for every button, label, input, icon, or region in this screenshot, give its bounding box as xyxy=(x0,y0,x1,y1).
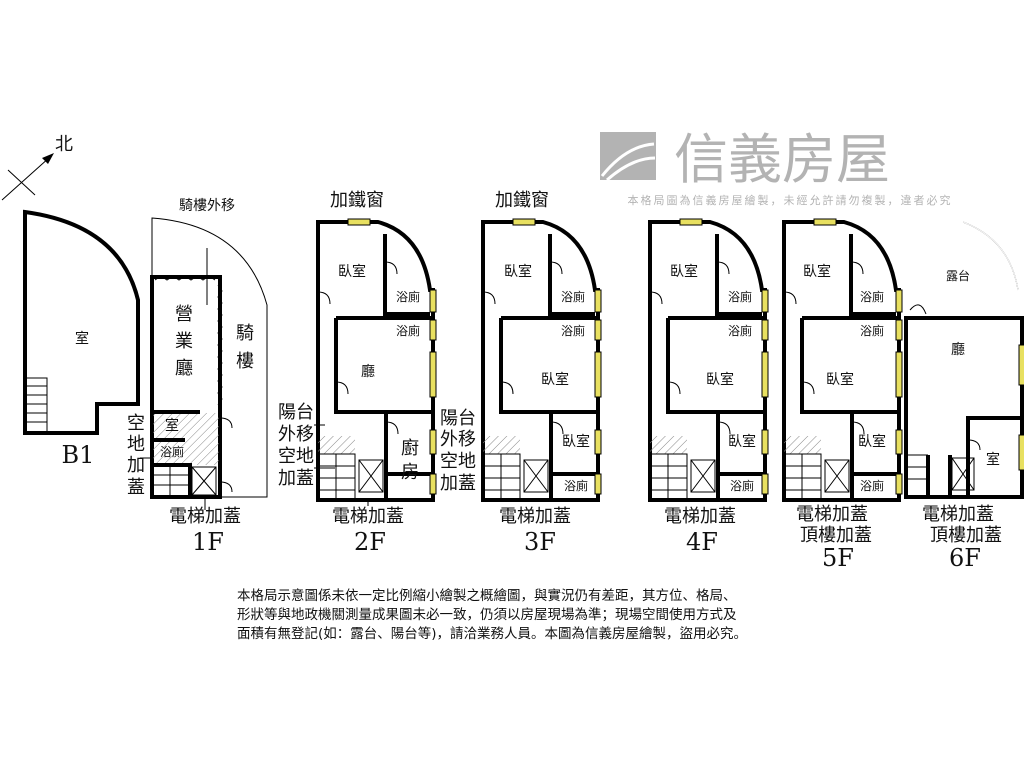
2f-living-label: 廳 xyxy=(361,363,375,380)
1f-open-add-label: 蓋 xyxy=(127,477,145,498)
3f-side-label: 加蓋 xyxy=(440,473,476,494)
floor-b1: 室 B1 xyxy=(23,209,140,469)
b1-room-label: 室 xyxy=(75,330,89,347)
3f-bath-label: 浴廁 xyxy=(564,478,588,493)
3f-window-label: 加鐵窗 xyxy=(495,190,549,211)
2f-side-label: 陽台 xyxy=(278,402,314,423)
6f-room-label: 室 xyxy=(986,451,1000,468)
3f-bedroom-label: 臥室 xyxy=(504,263,532,280)
6f-living-label: 廳 xyxy=(951,341,965,358)
2f-floor-label: 2F xyxy=(354,528,386,556)
watermark: 信義房屋 本格局圖為信義房屋繪製，未經允許請勿複製，違者必究 xyxy=(600,128,953,207)
watermark-brand: 信義房屋 xyxy=(674,128,890,191)
6f-floor-label: 6F xyxy=(949,544,981,572)
4f-bedroom-label: 臥室 xyxy=(670,263,698,280)
3f-bedroom-label: 臥室 xyxy=(541,371,569,388)
4f-elevator-label: 電梯加蓋 xyxy=(664,506,736,527)
2f-kitchen-label: 廚 xyxy=(401,437,419,459)
5f-bedroom-label: 臥室 xyxy=(803,263,831,280)
floor-3f: 加鐵窗 臥室 浴廁 浴廁 臥室 臥室 浴廁 陽台 外移 空地 加蓋 電梯加蓋 3… xyxy=(440,190,603,556)
disclaimer-line: 面積有無登記(如：露台、陽台等)，請洽業務人員。本圖為信義房屋繪製，盜用必究。 xyxy=(237,626,748,642)
2f-bath-label: 浴廁 xyxy=(396,323,420,338)
6f-rooftop-label: 頂樓加蓋 xyxy=(930,525,1002,546)
1f-room-label: 室 xyxy=(165,417,179,434)
1f-hall-label: 業 xyxy=(175,331,193,352)
floor-1f: 騎樓外移 營 業 廳 騎 樓 室 浴廁 空 地 加 蓋 電梯加蓋 1F xyxy=(127,198,268,556)
3f-floor-label: 3F xyxy=(524,528,556,556)
1f-open-add-label: 地 xyxy=(127,434,145,455)
3f-bath-label: 浴廁 xyxy=(561,323,585,338)
1f-hall-label: 廳 xyxy=(175,358,193,379)
1f-floor-label: 1F xyxy=(192,528,224,556)
3f-bedroom-label: 臥室 xyxy=(562,433,590,450)
disclaimer: 本格局示意圖係未依一定比例縮小繪製之概繪圖，與實況仍有差距，其方位、格局、 形狀… xyxy=(237,587,747,644)
5f-bath-label: 浴廁 xyxy=(860,478,884,493)
disclaimer-line: 本格局示意圖係未依一定比例縮小繪製之概繪圖，與實況仍有差距，其方位、格局、 xyxy=(237,588,737,604)
1f-open-add-label: 加 xyxy=(127,455,145,476)
1f-arcade-moved-label: 騎樓外移 xyxy=(179,198,235,214)
5f-bedroom-label: 臥室 xyxy=(826,371,854,388)
3f-bath-label: 浴廁 xyxy=(561,289,585,304)
3f-side-label: 空地 xyxy=(440,451,476,472)
3f-side-label: 陽台 xyxy=(440,408,476,429)
1f-open-add-label: 空 xyxy=(127,413,145,434)
4f-bedroom-label: 臥室 xyxy=(706,371,734,388)
2f-bath-label: 浴廁 xyxy=(396,289,420,304)
2f-bedroom-label: 臥室 xyxy=(338,263,366,280)
4f-floor-label: 4F xyxy=(686,528,718,556)
watermark-notice: 本格局圖為信義房屋繪製，未經允許請勿複製，違者必究 xyxy=(628,193,953,207)
brand-logo xyxy=(600,132,656,180)
5f-floor-label: 5F xyxy=(822,544,854,572)
1f-bath-label: 浴廁 xyxy=(160,444,184,459)
floor-5f: 臥室 浴廁 浴廁 臥室 臥室 浴廁 電梯加蓋 頂樓加蓋 5F xyxy=(782,217,904,572)
4f-bath-label: 浴廁 xyxy=(728,323,752,338)
1f-arcade-label: 騎 xyxy=(236,323,254,344)
floor-6f: 露台 廳 室 電梯加蓋 頂樓加蓋 6F xyxy=(904,221,1024,572)
4f-bath-label: 浴廁 xyxy=(730,478,754,493)
3f-elevator-label: 電梯加蓋 xyxy=(499,506,571,527)
disclaimer-line: 形狀等與地政機關測量成果圖未必一致，仍須以房屋現場為準；現場空間使用方式及 xyxy=(237,607,737,623)
5f-elevator-label: 電梯加蓋 xyxy=(796,504,868,525)
4f-bath-label: 浴廁 xyxy=(728,289,752,304)
2f-side-label: 加蓋 xyxy=(278,468,314,489)
2f-side-label: 外移 xyxy=(278,424,314,445)
2f-elevator-label: 電梯加蓋 xyxy=(332,506,404,527)
4f-bedroom-label: 臥室 xyxy=(728,433,756,450)
1f-elevator-label: 電梯加蓋 xyxy=(169,506,241,527)
5f-bath-label: 浴廁 xyxy=(860,323,884,338)
north-label: 北 xyxy=(55,134,73,155)
2f-kitchen-label: 房 xyxy=(401,462,419,483)
5f-bedroom-label: 臥室 xyxy=(858,433,886,450)
north-compass: 北 xyxy=(1,134,73,201)
6f-terrace-label: 露台 xyxy=(946,268,970,283)
6f-elevator-label: 電梯加蓋 xyxy=(922,504,994,525)
5f-bath-label: 浴廁 xyxy=(860,289,884,304)
5f-rooftop-label: 頂樓加蓋 xyxy=(800,525,872,546)
1f-arcade-label: 樓 xyxy=(236,351,254,372)
b1-floor-label: B1 xyxy=(62,441,95,469)
floor-2f: 加鐵窗 臥室 浴廁 浴廁 廳 廚 房 陽台 外移 空地 加蓋 電梯加蓋 2F xyxy=(278,190,438,556)
floor-4f: 臥室 浴廁 浴廁 臥室 臥室 浴廁 電梯加蓋 4F xyxy=(648,217,770,556)
2f-side-label: 空地 xyxy=(278,446,314,467)
3f-side-label: 外移 xyxy=(440,429,476,450)
2f-window-label: 加鐵窗 xyxy=(330,190,384,211)
1f-hall-label: 營 xyxy=(175,304,193,325)
